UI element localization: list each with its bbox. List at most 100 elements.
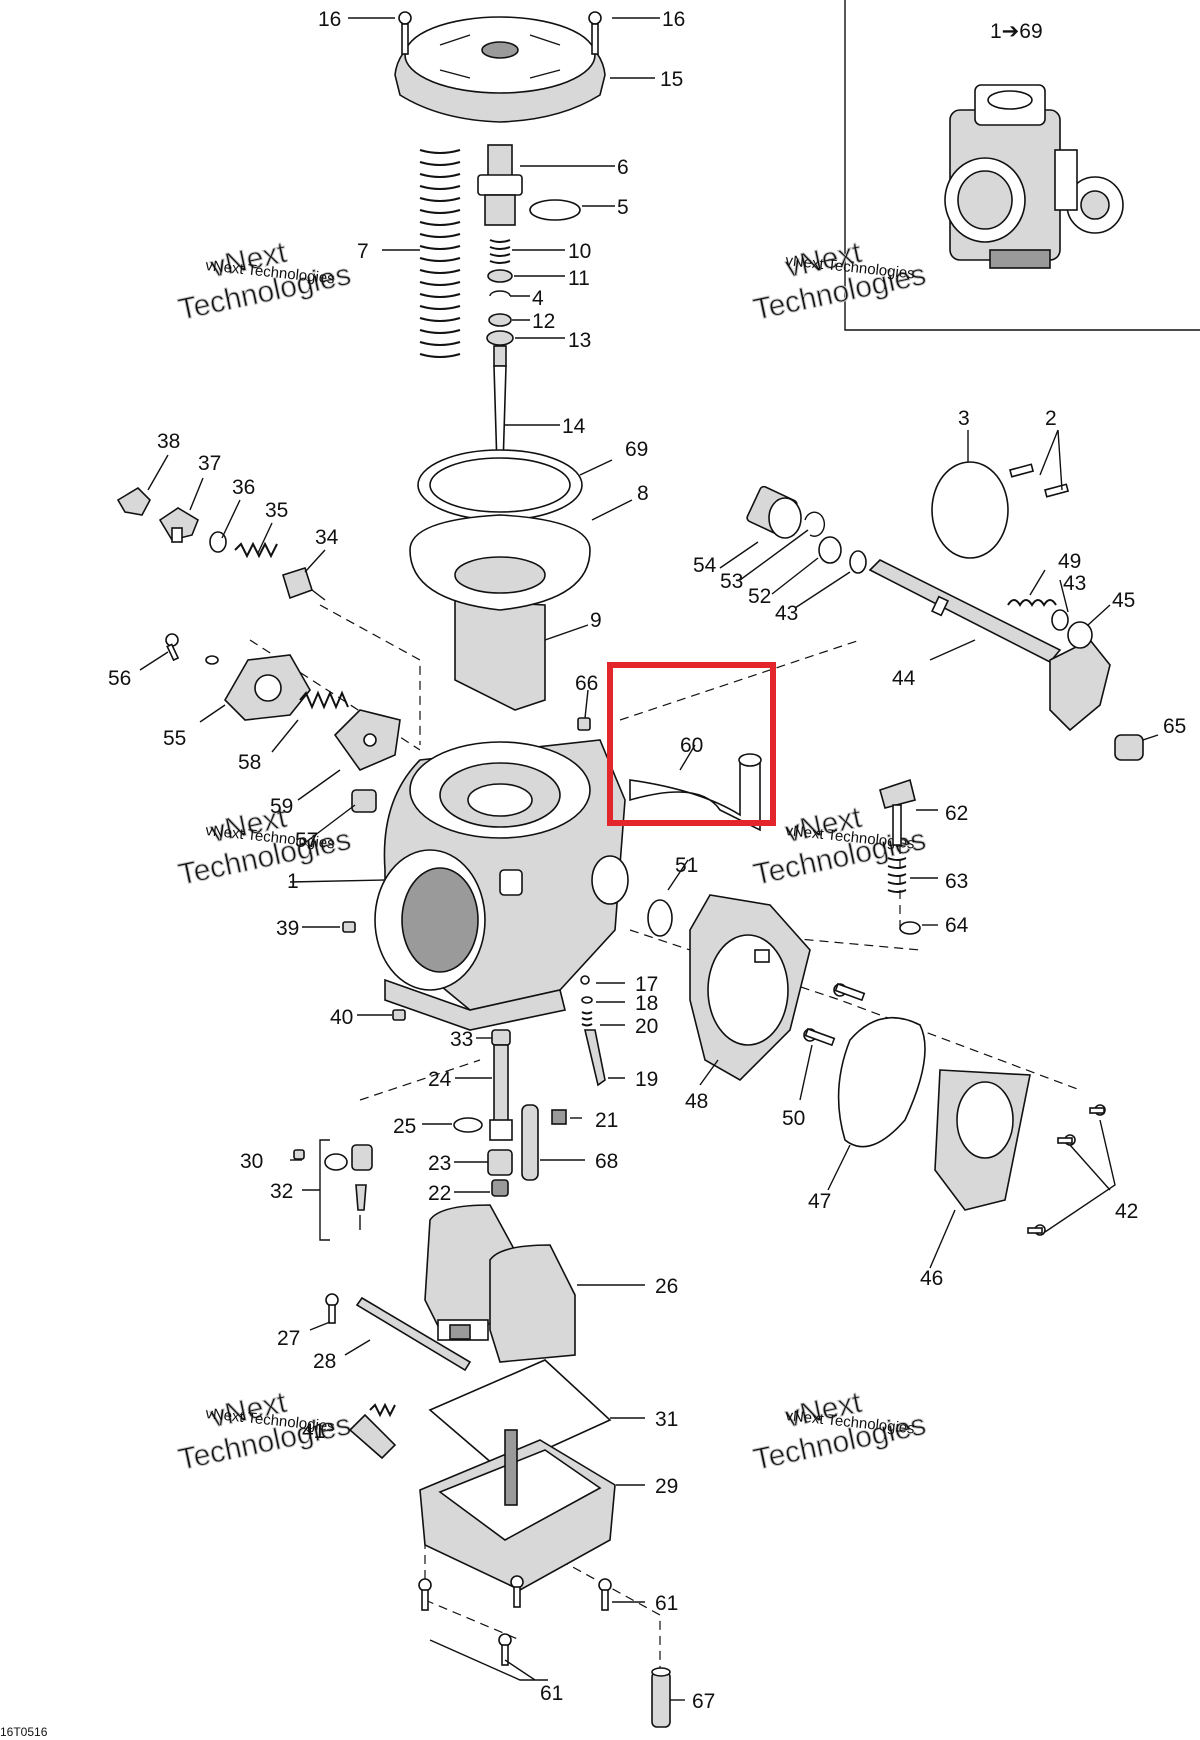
label-1: 1	[287, 870, 299, 893]
label-23: 23	[428, 1152, 451, 1175]
label-43a: 43	[775, 602, 798, 625]
label-20: 20	[635, 1015, 658, 1038]
label-4: 4	[532, 287, 544, 310]
screw-50b	[803, 1027, 836, 1047]
label-3: 3	[958, 407, 970, 430]
float-bowl-29	[419, 1429, 616, 1591]
washer-56	[205, 655, 219, 665]
carb-top-cover	[394, 16, 606, 123]
label-62: 62	[945, 802, 968, 825]
spring-58	[299, 690, 349, 710]
label-43b: 43	[1063, 572, 1086, 595]
label-55: 55	[163, 727, 186, 750]
screw-50a	[833, 982, 866, 1002]
label-18: 18	[635, 992, 658, 1015]
plate-59	[333, 709, 401, 771]
assembly-thumbnail	[944, 84, 1124, 269]
throttle-shaft-44	[868, 559, 1111, 732]
label-31: 31	[655, 1408, 678, 1431]
label-66: 66	[575, 672, 598, 695]
slide-spring	[419, 149, 461, 358]
circlip-53	[804, 511, 826, 537]
screw-30	[293, 1149, 305, 1160]
bushing-45	[1067, 621, 1093, 649]
screw-42b	[1057, 1134, 1076, 1146]
inset-label: 1➔69	[990, 20, 1043, 43]
label-36: 36	[232, 476, 255, 499]
label-21: 21	[595, 1109, 618, 1132]
highlight-box	[607, 662, 776, 826]
washer-13	[486, 330, 514, 346]
label-61a: 61	[655, 1592, 678, 1615]
label-9: 9	[590, 609, 602, 632]
label-29: 29	[655, 1475, 678, 1498]
gasket-31	[428, 1359, 612, 1471]
label-16b: 16	[662, 8, 685, 31]
spring-35	[234, 541, 278, 559]
label-17: 17	[635, 973, 658, 996]
cover-55	[224, 654, 311, 721]
label-47: 47	[808, 1190, 831, 1213]
label-19: 19	[635, 1068, 658, 1091]
label-13: 13	[568, 329, 591, 352]
label-61b: 61	[540, 1682, 563, 1705]
label-68: 68	[595, 1150, 618, 1173]
label-14: 14	[562, 415, 586, 438]
label-33: 33	[450, 1028, 473, 1051]
label-39: 39	[276, 917, 299, 940]
label-40: 40	[330, 1006, 353, 1029]
label-49: 49	[1058, 550, 1081, 573]
label-54: 54	[693, 554, 717, 577]
label-30: 30	[240, 1150, 263, 1173]
needle-holder	[477, 144, 523, 226]
label-45: 45	[1112, 589, 1135, 612]
diagram-code: 16T0516	[0, 1725, 48, 1739]
label-26: 26	[655, 1275, 678, 1298]
oring-5	[529, 199, 581, 221]
label-16a: 16	[318, 8, 341, 31]
label-46: 46	[920, 1267, 943, 1290]
screw-61a	[418, 1578, 432, 1611]
screw-62	[879, 778, 916, 846]
washer-11	[487, 269, 513, 283]
screw-56	[165, 633, 180, 662]
label-48: 48	[685, 1090, 708, 1113]
needle-jet-24	[489, 1044, 513, 1141]
screw-42c	[1027, 1224, 1046, 1236]
emulsion-tube-33	[491, 1029, 511, 1046]
screw-27	[325, 1293, 339, 1324]
label-28: 28	[313, 1350, 336, 1373]
slide-9	[409, 514, 591, 711]
label-59: 59	[270, 795, 293, 818]
screw-42a	[1089, 1104, 1106, 1116]
valve-34	[282, 566, 326, 601]
label-35: 35	[265, 499, 288, 522]
label-5: 5	[617, 196, 629, 219]
pilot-screw-37	[158, 507, 199, 543]
label-60: 60	[680, 734, 703, 757]
spring-63	[887, 857, 907, 893]
jet-23	[487, 1149, 513, 1176]
washer-12	[488, 313, 512, 327]
part-labels: 16 16 15 6 5 7 10 11 4 12 13 14 69 8 9 3…	[108, 8, 1186, 1713]
washer-64	[899, 921, 921, 935]
cover-screw-left	[398, 11, 412, 55]
label-56: 56	[108, 667, 131, 690]
washer-43b	[1051, 609, 1069, 631]
label-58: 58	[238, 751, 261, 774]
e-clip-4	[489, 290, 511, 297]
cap-65	[1114, 734, 1144, 761]
label-6: 6	[617, 156, 629, 179]
screw-61d	[498, 1633, 512, 1666]
label-42: 42	[1115, 1200, 1138, 1223]
label-27: 27	[277, 1327, 300, 1350]
label-12: 12	[532, 310, 555, 333]
float-26	[424, 1204, 576, 1363]
label-41: 41	[302, 1420, 325, 1443]
pump-housing-48	[689, 894, 811, 1081]
diaphragm-69	[417, 449, 583, 521]
screw-40	[392, 1009, 406, 1021]
gasket-47	[837, 1017, 926, 1148]
label-44: 44	[892, 667, 916, 690]
oring-51	[647, 899, 673, 937]
